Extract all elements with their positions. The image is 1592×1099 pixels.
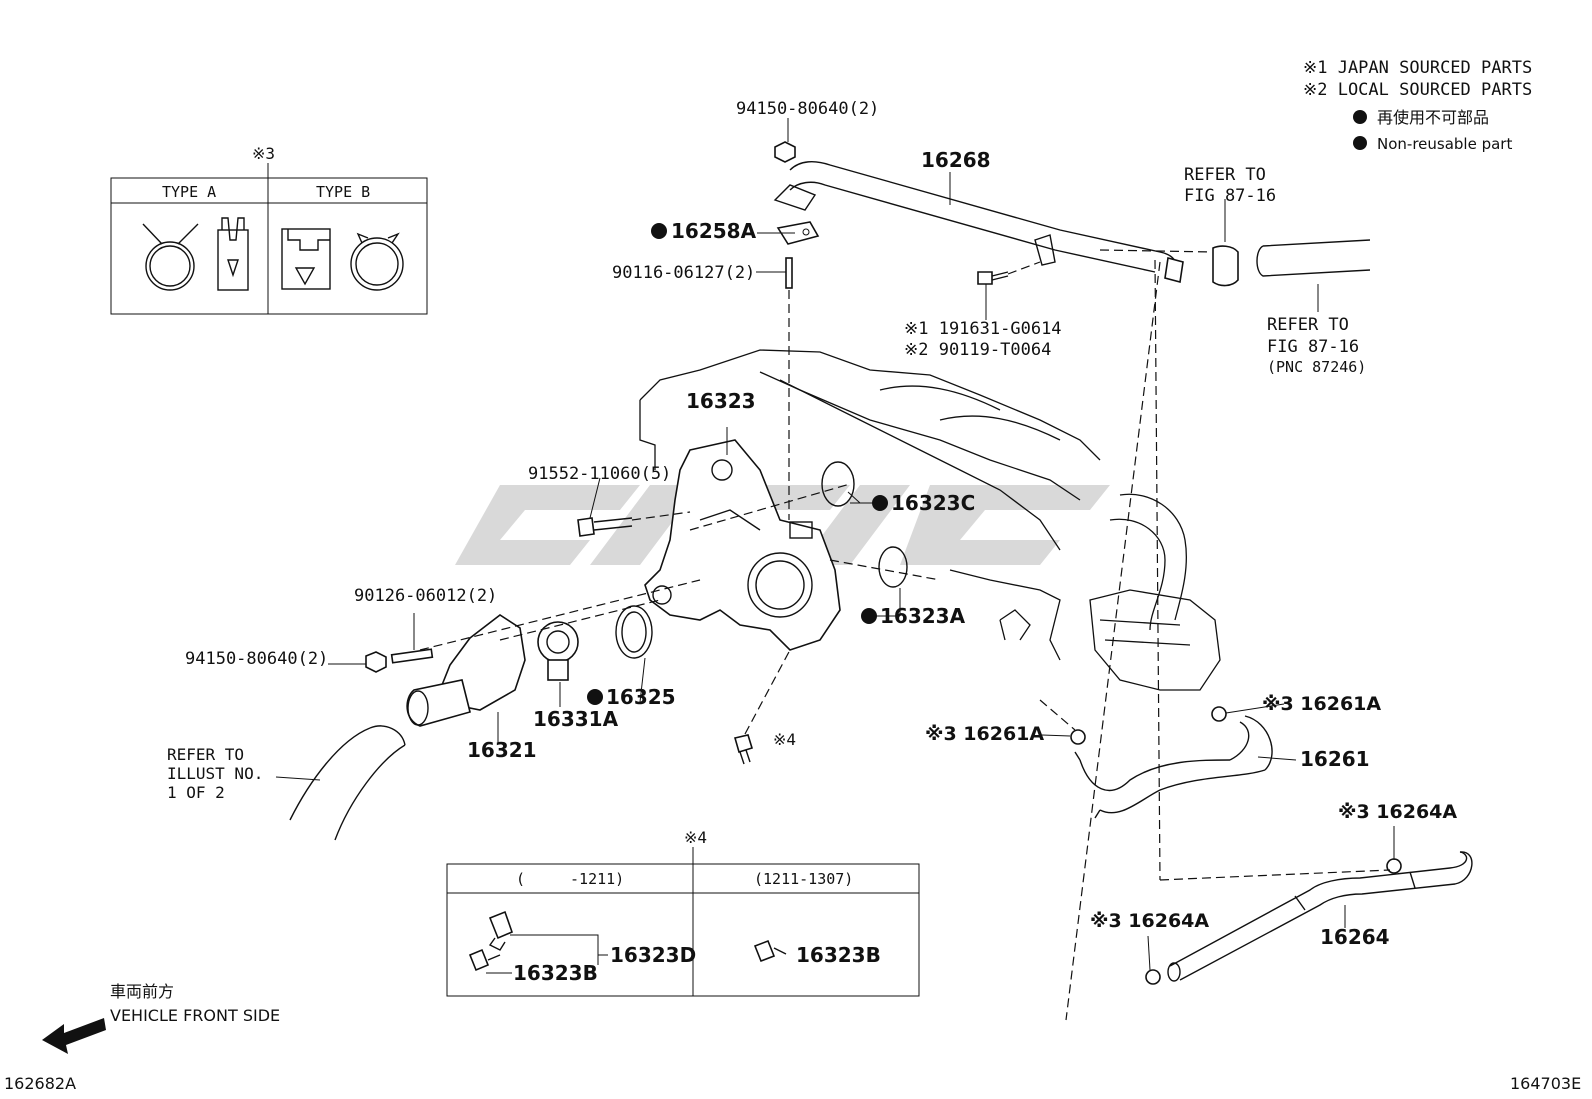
label-nut-left: 94150-80640(2) [185,649,328,669]
footer-right-code: 164703E [1510,1074,1581,1093]
legend-non-reusable-en: Non-reusable part [1377,135,1512,153]
label-91552: 91552-11060(5) [528,464,671,484]
type-a-clamp-icon [142,223,199,291]
label-16268: 16268 [921,148,991,172]
drain-plug-table: ※4 ( -1211) (1211-1307) 16323D 16323B 16… [446,828,920,997]
bolt-91552-icon [577,517,633,537]
engine-block-outline [639,349,1221,691]
label-16261: 16261 [1300,747,1370,771]
type-a-clamp-side-icon [217,217,249,291]
gasket-16325-icon [615,605,653,659]
label-16321: 16321 [467,738,537,762]
radiator-hose-end [1212,239,1371,287]
non-reusable-dot-icon [587,689,603,705]
legend-japan-sourced: ※1 JAPAN SOURCED PARTS [1303,58,1532,78]
label-16331a: 16331A [533,707,619,731]
type-b-header: TYPE B [316,183,370,201]
drain-plug-old-icon [468,910,514,972]
label-bolt-local: ※2 90119-T0064 [904,340,1051,360]
label-16261a-left: ※3 16261A [925,723,1044,745]
drain-col1-part-inner: 16323B [513,961,598,985]
label-refer-top-a: REFER TO [1184,165,1266,185]
refer-boundary-line [1099,249,1213,253]
label-16323c: 16323C [891,491,975,515]
stud-90126-icon [390,648,434,664]
label-refer-top-b: FIG 87-16 [1184,186,1276,206]
legend-non-reusable-jp: 再使用不可部品 [1377,108,1489,127]
vehicle-front-indicator: 車両前方 VEHICLE FRONT SIDE [42,982,280,1054]
nut-left-icon [365,651,387,673]
clamp-16261a-right-icon [1211,706,1227,722]
label-16264a-top: ※3 16264A [1338,801,1457,823]
oring-16323a-icon [878,546,908,588]
non-reusable-dot-icon [861,608,877,624]
gasket-16258a-icon [776,221,820,245]
label-drain-ref: ※4 [773,730,796,749]
vehicle-front-en: VEHICLE FRONT SIDE [110,1006,280,1025]
drain-col1-part-outer: 16323D [610,943,696,967]
water-bypass-pipe [773,161,1184,284]
water-hose-16264 [1167,851,1473,982]
clamp-16261a-left-icon [1070,729,1086,745]
leader-lines [497,172,1395,971]
water-inlet-16321-icon [406,614,526,727]
clamp-table-ref: ※3 [252,144,275,163]
drain-plug-icon [733,734,753,765]
drain-col1-header: ( -1211) [516,870,624,888]
footer-left-code: 162682A [4,1074,76,1093]
label-16323a: 16323A [880,604,966,628]
non-reusable-dot-icon [872,495,888,511]
drain-col2-header: (1211-1307) [754,870,853,888]
non-reusable-dot-icon [651,223,667,239]
legend: ※1 JAPAN SOURCED PARTS ※2 LOCAL SOURCED … [1303,58,1532,153]
label-refer-right-c: (PNC 87246) [1267,358,1366,376]
oring-16323c-icon [821,461,855,507]
label-16264: 16264 [1320,925,1390,949]
drain-table-ref: ※4 [684,828,707,847]
label-16323: 16323 [686,389,756,413]
label-16264a-bottom: ※3 16264A [1090,910,1209,932]
label-90116: 90116-06127(2) [612,263,755,283]
label-refer-right-b: FIG 87-16 [1267,337,1359,357]
label-16258a: 16258A [671,219,757,243]
label-bolt-jp: ※1 191631-G0614 [904,319,1062,339]
lower-radiator-hose [289,725,406,841]
bolt-191631-icon [977,271,1009,285]
water-outlet-housing-icon [644,439,841,651]
legend-local-sourced: ※2 LOCAL SOURCED PARTS [1303,80,1532,100]
vehicle-front-jp: 車両前方 [110,982,174,1001]
non-reusable-dot-icon [1353,110,1367,124]
type-b-clamp-icon [350,232,404,291]
non-reusable-dot-icon [1353,136,1367,150]
bypass-hose-16261 [1074,715,1273,819]
type-a-header: TYPE A [162,183,216,201]
front-arrow-icon [42,1018,106,1054]
clamp-type-table: ※3 TYPE A TYPE B [110,144,428,315]
label-90126: 90126-06012(2) [354,586,497,606]
nut-top-icon [774,141,796,163]
callout-labels: 94150-80640(2) 16268 16258A 90116-06127(… [167,99,1457,949]
label-refer-illust-a: REFER TO [167,745,244,764]
label-16325: 16325 [606,685,676,709]
drain-col2-part: 16323B [796,943,881,967]
label-refer-illust-c: 1 OF 2 [167,783,225,802]
label-nut-top: 94150-80640(2) [736,99,879,119]
label-16261a-right: ※3 16261A [1262,693,1381,715]
type-b-clamp-side-icon [281,228,331,290]
clamp-16264a-bottom-icon [1145,969,1161,985]
drain-plug-new-icon [753,939,787,963]
thermostat-16331a-icon [537,621,579,681]
stud-90116-icon [785,257,793,289]
label-refer-illust-b: ILLUST NO. [167,764,263,783]
label-refer-right-a: REFER TO [1267,315,1349,335]
clamp-16264a-top-icon [1386,858,1402,874]
